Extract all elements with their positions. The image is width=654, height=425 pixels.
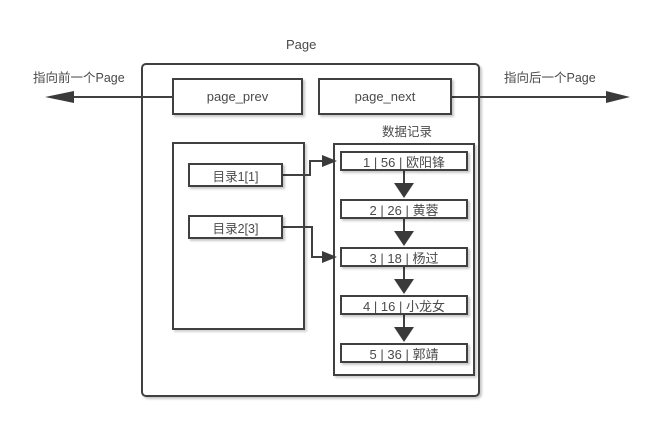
- record-row-3: 3 | 18 | 杨过: [340, 247, 468, 267]
- page-prev-box: page_prev: [172, 78, 303, 115]
- page-title: Page: [286, 37, 317, 52]
- prev-pointer-label: 指向前一个Page: [33, 71, 125, 85]
- record-row-4: 4 | 16 | 小龙女: [340, 295, 468, 315]
- next-pointer-label: 指向后一个Page: [504, 71, 596, 85]
- record-row-1: 1 | 56 | 欧阳锋: [340, 151, 468, 171]
- directory-item-1: 目录1[1]: [188, 163, 283, 187]
- record-row-2: 2 | 26 | 黄蓉: [340, 199, 468, 219]
- record-row-5: 5 | 36 | 郭靖: [340, 343, 468, 363]
- directory-item-2: 目录2[3]: [188, 215, 283, 239]
- page-next-box: page_next: [318, 78, 452, 115]
- records-section-title: 数据记录: [381, 125, 432, 139]
